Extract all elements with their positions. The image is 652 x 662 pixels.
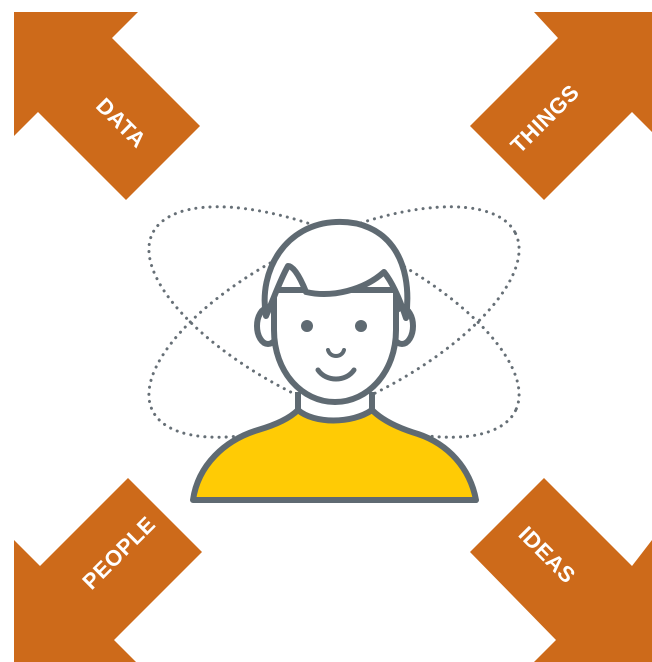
right-eye [355, 320, 367, 332]
arrow-people: PEOPLE [14, 478, 202, 662]
person-icon [193, 222, 476, 500]
arrow-ideas: IDEAS [470, 478, 652, 662]
arrow-things: THINGS [470, 12, 652, 200]
face [274, 290, 396, 402]
shirt [193, 410, 476, 500]
left-eye [301, 320, 313, 332]
arrow-data: DATA [14, 12, 200, 200]
